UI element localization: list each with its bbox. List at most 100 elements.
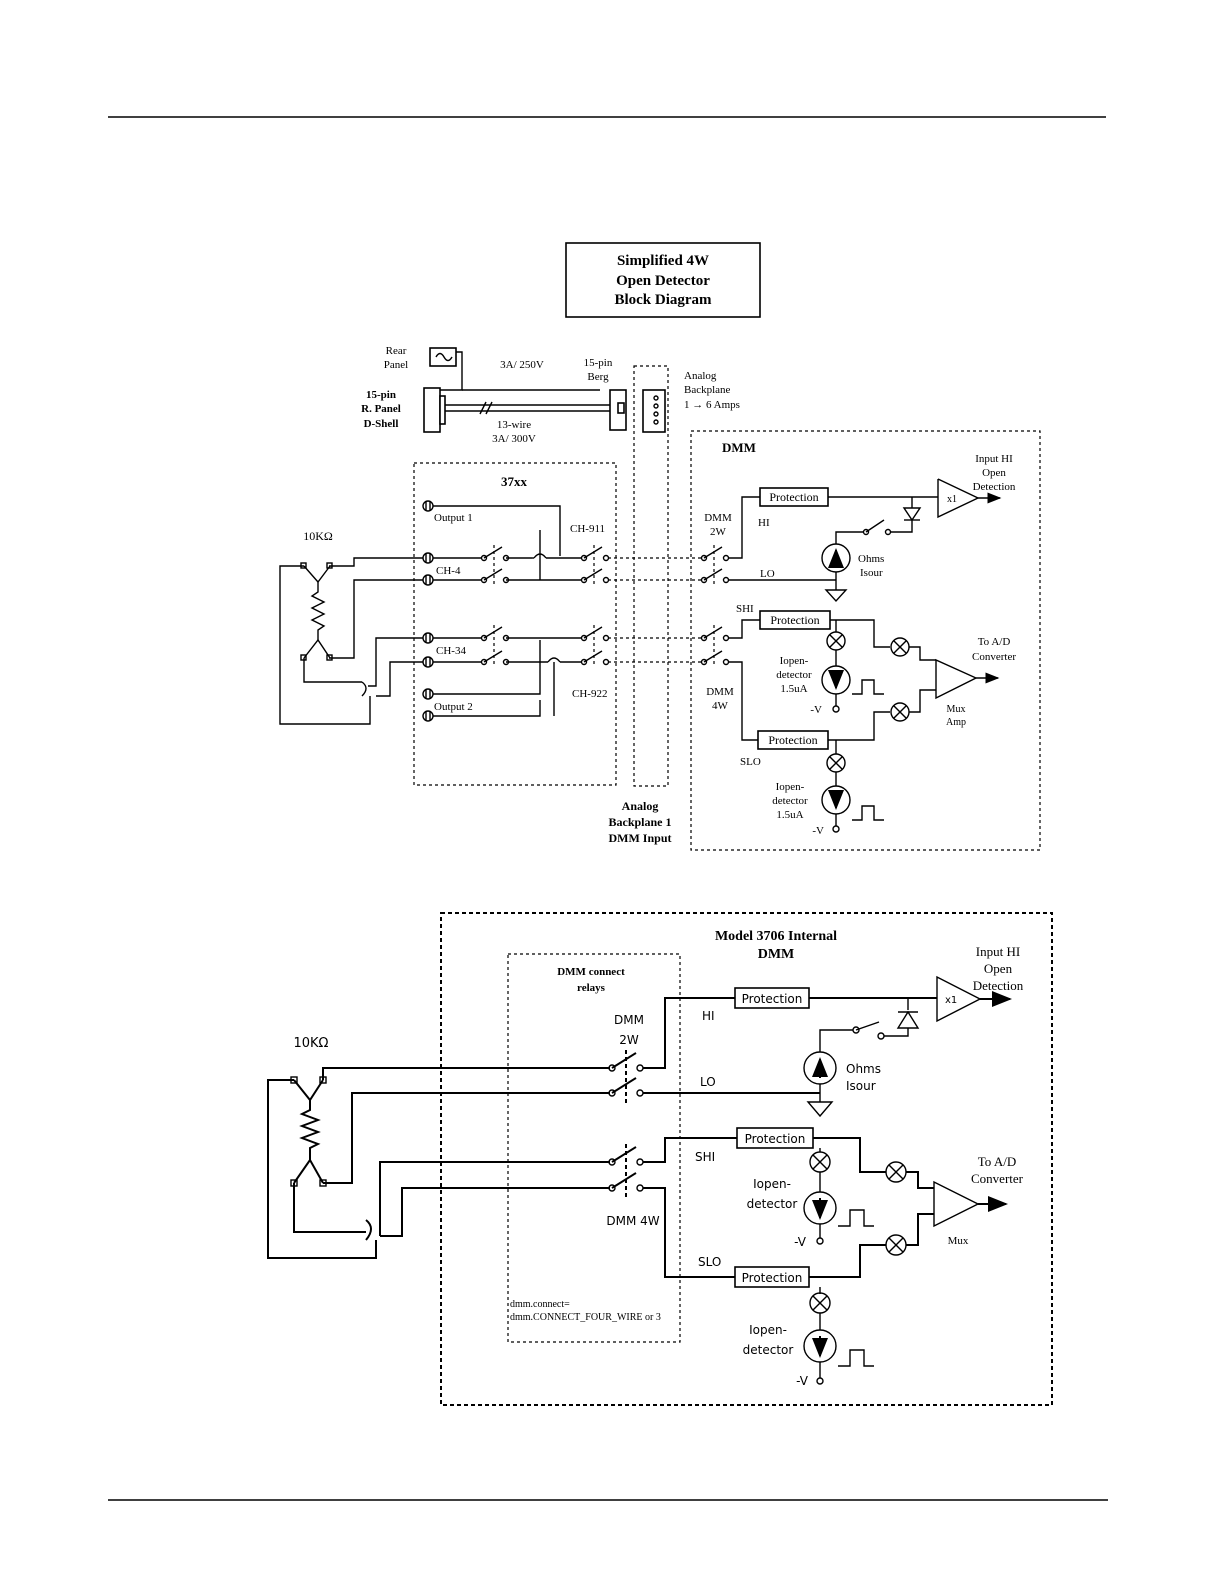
svg-text:To A/D: To A/D <box>978 636 1011 648</box>
berg-label-1: 15-pin <box>584 357 613 369</box>
svg-text:Iopen-: Iopen- <box>776 781 805 793</box>
svg-text:Input HI: Input HI <box>975 453 1013 465</box>
top-slo-label: SLO <box>740 756 761 768</box>
svg-text:Iopen-: Iopen- <box>749 1323 787 1337</box>
top-ground-icon <box>824 589 848 603</box>
ch4-label: CH-4 <box>436 565 461 577</box>
top-dmm-relays <box>700 545 730 667</box>
top-dmm-label: DMM <box>722 440 756 455</box>
analog-backplane-strip <box>633 365 669 787</box>
dshell-label-2: R. Panel <box>361 403 401 415</box>
title-line-3: Block Diagram <box>614 292 712 308</box>
model-title-2: DMM <box>758 947 795 962</box>
fuse-wire <box>434 351 463 391</box>
card-relays <box>480 545 610 667</box>
svg-text:Isour: Isour <box>860 567 883 579</box>
fuse-rating: 3A/ 250V <box>500 359 544 371</box>
bottom-slo-label: SLO <box>698 1255 721 1269</box>
bottom-pulse-icon-2 <box>838 1349 874 1367</box>
svg-text:Input HI: Input HI <box>976 944 1020 959</box>
top-lo-label: LO <box>760 568 775 580</box>
svg-text:detector: detector <box>772 795 808 807</box>
top-shi-label: SHI <box>736 603 754 615</box>
svg-text:Iopen-: Iopen- <box>753 1177 791 1191</box>
rear-panel-fuse-icon <box>429 347 457 367</box>
bottom-lo-label: LO <box>700 1075 716 1089</box>
analog-bp-label-2: Backplane <box>684 384 731 396</box>
svg-text:Protection: Protection <box>742 1271 803 1285</box>
bottom-dmm2w-1: DMM <box>614 1013 644 1027</box>
bottom-mux-amp <box>933 1180 980 1228</box>
model-3706-box <box>440 912 1053 1406</box>
top-diode-icon <box>902 507 922 522</box>
svg-text:-V: -V <box>796 1374 809 1388</box>
svg-text:Detection: Detection <box>973 978 1024 993</box>
berg-pin <box>617 402 625 414</box>
svg-text:x1: x1 <box>945 995 957 1006</box>
top-resistor-network: 10KΩ <box>279 529 423 725</box>
dshell-label-1: 15-pin <box>366 389 396 401</box>
title-line-2: Open Detector <box>616 273 710 289</box>
bp-bottom-label-2: Backplane 1 <box>608 815 671 829</box>
svg-text:Open: Open <box>982 467 1006 479</box>
dshell-connector-icon <box>423 387 441 433</box>
top-pulse-icon-1 <box>852 679 884 695</box>
top-mux-amp <box>935 658 978 700</box>
svg-text:x1: x1 <box>947 494 957 505</box>
svg-text:Protection: Protection <box>768 733 817 747</box>
top-sense-path: Protection -V Iopen- detector 1.5uA To A… <box>728 610 1016 837</box>
bottom-pulse-icon-1 <box>838 1209 874 1227</box>
svg-text:To A/D: To A/D <box>978 1154 1016 1169</box>
svg-text:Isour: Isour <box>846 1079 876 1093</box>
svg-text:Ohms: Ohms <box>858 553 884 565</box>
ch911-label: CH-911 <box>570 523 605 535</box>
fuse-wave-icon <box>435 352 453 362</box>
bottom-dmm4w: DMM 4W <box>606 1214 659 1228</box>
title-line-1: Simplified 4W <box>617 253 709 269</box>
dshell-connector-lip <box>439 395 446 425</box>
bottom-x1-buffer <box>936 975 982 1023</box>
svg-text:Ohms: Ohms <box>846 1062 881 1076</box>
rear-panel-label-2: Panel <box>384 359 408 371</box>
svg-text:Protection: Protection <box>769 490 818 504</box>
bottom-dmm-relays <box>608 1050 644 1198</box>
rear-panel-label-1: Rear <box>386 345 407 357</box>
svg-text:-V: -V <box>812 825 824 837</box>
wire13-label-2: 3A/ 300V <box>492 433 536 445</box>
svg-text:1.5uA: 1.5uA <box>780 683 807 695</box>
dmm-connect-relays-box <box>507 953 681 1343</box>
wire13-label-1: 13-wire <box>497 419 531 431</box>
backplane-connector-icon <box>642 389 666 433</box>
analog-bp-label-3: 1 → 6 Amps <box>684 399 740 411</box>
dshell-label-3: D-Shell <box>364 418 399 430</box>
relays-label-2: relays <box>577 982 606 994</box>
bottom-hi-label: HI <box>702 1009 715 1023</box>
svg-text:Converter: Converter <box>972 651 1016 663</box>
card-wiring <box>433 505 582 717</box>
bottom-diode-icon <box>896 1010 920 1029</box>
wire-slash-2 <box>485 401 493 415</box>
card-37xx-box <box>413 462 617 786</box>
svg-text:detector: detector <box>747 1197 798 1211</box>
bottom-block-diagram: Model 3706 Internal DMM DMM connect rela… <box>267 912 1053 1406</box>
svg-text:Mux: Mux <box>948 1235 969 1247</box>
analog-bp-label-1: Analog <box>684 370 717 382</box>
top-x1-buffer <box>937 478 980 519</box>
svg-text:Converter: Converter <box>971 1171 1024 1186</box>
top-hi-lo-path: Protection x1 Input HI Open Detection Oh… <box>728 453 1016 603</box>
top-pulse-icon-2 <box>852 805 884 821</box>
model-title-1: Model 3706 Internal <box>715 929 837 944</box>
berg-label-2: Berg <box>587 371 609 383</box>
bottom-ground-icon <box>806 1101 834 1118</box>
svg-text:Detection: Detection <box>973 481 1016 493</box>
svg-text:Protection: Protection <box>745 1132 806 1146</box>
code-line-1: dmm.connect= <box>510 1299 570 1310</box>
svg-text:Open: Open <box>984 961 1013 976</box>
svg-text:detector: detector <box>776 669 812 681</box>
output2-label: Output 2 <box>434 701 473 713</box>
top-hi-label: HI <box>758 517 770 529</box>
svg-text:detector: detector <box>743 1343 794 1357</box>
wire-slash-1 <box>479 401 487 415</box>
bp-bottom-label-3: DMM Input <box>608 831 671 845</box>
